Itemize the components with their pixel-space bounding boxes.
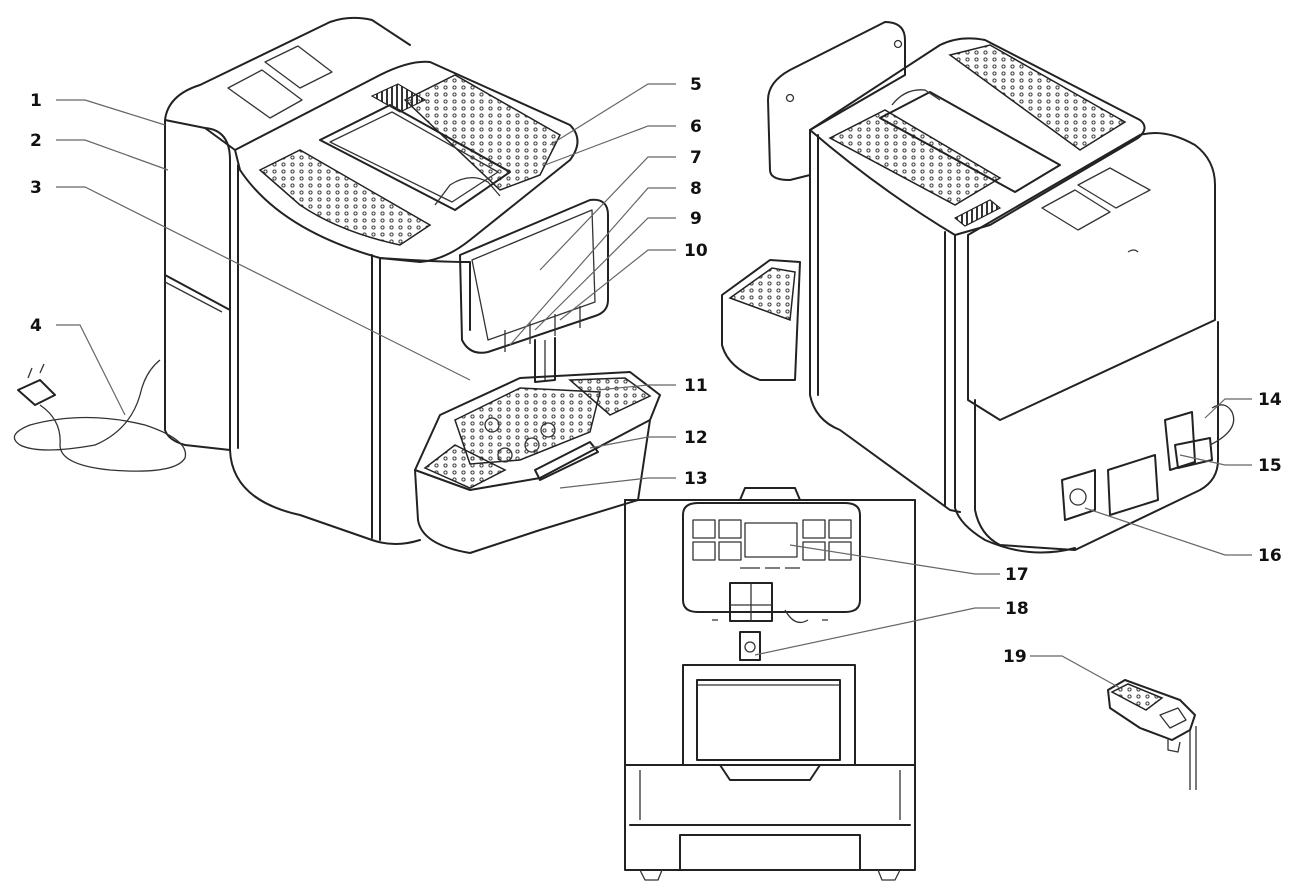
callout-4: 4 bbox=[30, 316, 42, 336]
machine-rear-view bbox=[721, 21, 1235, 554]
callout-10: 10 bbox=[684, 241, 708, 261]
callout-6: 6 bbox=[690, 117, 702, 137]
callout-3: 3 bbox=[30, 178, 42, 198]
milk-frother-accessory bbox=[1107, 679, 1197, 790]
callout-1: 1 bbox=[30, 91, 42, 111]
callout-13: 13 bbox=[684, 469, 708, 489]
callout-18: 18 bbox=[1005, 599, 1029, 619]
callout-numbers: 1 2 3 4 5 6 7 8 9 10 11 12 13 14 15 16 1… bbox=[30, 75, 1282, 667]
callout-11: 11 bbox=[684, 376, 708, 396]
callout-12: 12 bbox=[684, 428, 708, 448]
leader-lines bbox=[56, 83, 1252, 689]
callout-2: 2 bbox=[30, 131, 42, 151]
machine-straight-front-view bbox=[624, 487, 916, 881]
callout-5: 5 bbox=[690, 75, 702, 95]
callout-7: 7 bbox=[690, 148, 702, 168]
callout-14: 14 bbox=[1258, 390, 1282, 410]
callout-15: 15 bbox=[1258, 456, 1282, 476]
callout-16: 16 bbox=[1258, 546, 1282, 566]
callout-17: 17 bbox=[1005, 565, 1029, 585]
callout-19: 19 bbox=[1003, 647, 1027, 667]
callout-9: 9 bbox=[690, 209, 702, 229]
machine-front-view bbox=[13, 16, 661, 554]
callout-8: 8 bbox=[690, 179, 702, 199]
